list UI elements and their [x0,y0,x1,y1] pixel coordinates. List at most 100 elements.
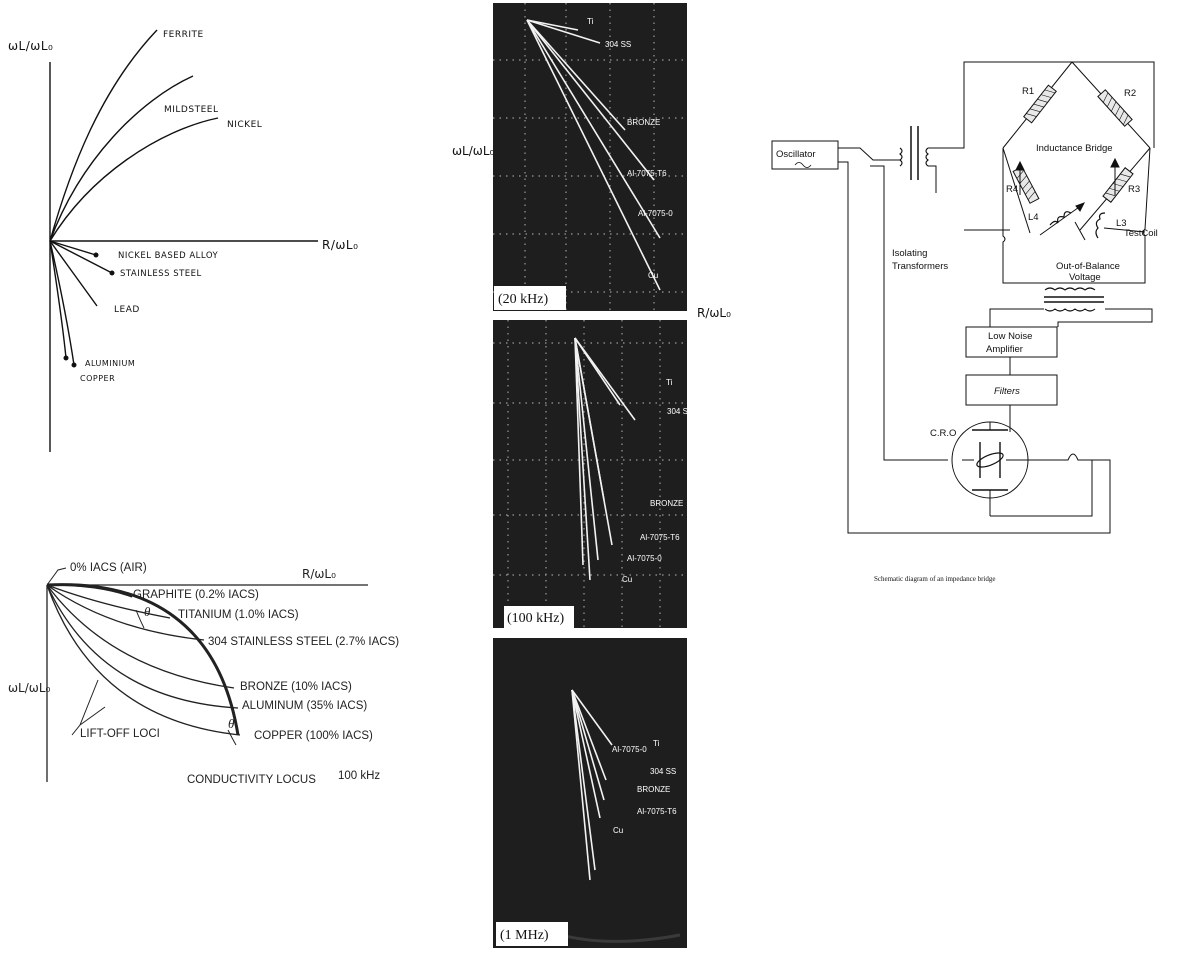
transformers-label-line2: Transformers [892,261,948,272]
liftoff-pointer [71,679,99,736]
curve-stainless [49,240,113,274]
scope-y-axis-label: ωL/ωL₀ [452,144,495,158]
endpoint-dot [71,362,77,368]
trace-label: 304 SS [650,767,676,776]
air-label: 0% IACS (AIR) [70,562,147,574]
endpoint-dot [109,270,115,276]
sketch2-x-axis-label: R/ωL₀ [302,567,336,581]
r4-label: R4 [1006,184,1018,195]
label-copper: COPPER [80,374,115,383]
label-304-stainless: 304 STAINLESS STEEL (2.7% IACS) [208,636,399,648]
r1-label: R1 [1022,86,1034,97]
amplifier-label-line2: Amplifier [986,344,1023,355]
scope-panel-20khz: Ti 304 SS BRONZE Al-7075-T6 Al-7075-0 Cu… [493,3,687,311]
trace-label: 304 SS [605,40,631,49]
filters-box [965,374,1058,406]
endpoint-dot [93,252,99,258]
label-lead: LEAD [114,305,140,315]
theta-arc [135,609,145,629]
oob-label-line1: Out-of-Balance [1056,261,1120,272]
r3-label: R3 [1128,184,1140,195]
cro-label: C.R.O [930,428,956,439]
trace-label: BRONZE [637,785,670,794]
bridge-title: Inductance Bridge [1036,143,1113,154]
label-titanium: TITANIUM (1.0% IACS) [178,609,299,621]
trace-label: Al-7075-0 [638,209,673,218]
label-nickel: NICKEL [227,120,262,130]
curve-mildsteel [49,75,194,242]
endpoint-dot [63,355,69,361]
oscillator-label: Oscillator [776,149,816,160]
trace-label: Al-7075-T6 [640,533,680,542]
locus-stainless [46,584,205,641]
trace-label: BRONZE [627,118,660,127]
schematic-caption: Schematic diagram of an impedance bridge [874,575,995,583]
filters-label: Filters [994,386,1020,397]
resistor-r3 [1102,167,1134,203]
frequency-badge: (100 kHz) [507,611,564,626]
sketch-impedance-plane [49,29,318,452]
low-noise-amplifier-box [965,326,1058,358]
test-coil-l3 [1095,212,1106,239]
oscillator-box [771,140,839,170]
frequency-badge: (1 MHz) [500,928,549,943]
label-aluminium: ALUMINIUM [85,359,135,368]
sketch-conductivity-locus [46,567,368,782]
liftoff-label: LIFT-OFF LOCI [80,728,160,740]
theta-label: θ [228,716,235,731]
sketch2-y-axis-label: ωL/ωL₀ [8,681,51,695]
curve-ferrite [49,29,158,242]
label-ferrite: FERRITE [163,30,204,40]
label-mildsteel: MILDSTEEL [164,105,218,115]
curve-nickel-alloy [49,240,97,256]
trace-label: Ti [666,378,673,387]
label-stainless: STAINLESS STEEL [120,269,202,279]
locus-bronze [46,584,235,689]
trace-label: Cu [648,271,658,280]
air-pointer [46,567,67,586]
trace-label: 304 S [667,407,688,416]
frequency-badge: (20 kHz) [498,292,548,307]
scope-x-axis-label: R/ωL₀ [697,306,731,320]
scope-panel-100khz: Ti 304 S BRONZE Al-7075-T6 Al-7075-0 Cu … [493,320,688,628]
locus-copper [46,584,241,736]
trace-label: Cu [622,575,632,584]
resistor-r1 [1023,84,1057,124]
l3-label: L3 [1116,218,1127,229]
resistor-r2 [1097,89,1133,127]
amplifier-label-line1: Low Noise [988,331,1032,342]
curve-aluminium [49,240,67,359]
liftoff-pointer [79,706,106,726]
label-bronze: BRONZE (10% IACS) [240,681,352,693]
trace-label: Al-7075-0 [627,554,662,563]
trace-label: Al-7075-T6 [637,807,677,816]
trace-label: Ti [587,17,594,26]
trace-label: Al-7075-T6 [627,169,667,178]
conductivity-locus-label: CONDUCTIVITY LOCUS [187,774,316,786]
theta-arc [227,729,237,746]
locus-titanium [46,584,171,619]
label-nickel-alloy: NICKEL BASED ALLOY [118,251,219,261]
trace-label: BRONZE [650,499,683,508]
curve-lead [49,240,98,307]
trace-label: Al-7075-0 [612,745,647,754]
trace-label: Cu [613,826,623,835]
curve-nickel [49,117,219,242]
label-copper-iacs: COPPER (100% IACS) [254,730,373,742]
schematic-impedance-bridge [771,61,1155,534]
sketch1-y-axis-label: ωL/ωL₀ [8,39,53,53]
sketch1-x-axis-label: R/ωL₀ [322,238,358,252]
label-aluminum: ALUMINUM (35% IACS) [242,700,367,712]
trace-label: Ti [653,739,660,748]
r2-label: R2 [1124,88,1136,99]
curve-copper [49,240,75,366]
inductor-l4 [1049,211,1072,226]
l4-label: L4 [1028,212,1039,223]
scope-panel-1mhz: Al-7075-0 Ti 304 SS BRONZE Al-7075-T6 Cu… [493,638,687,948]
conductivity-locus [46,583,240,736]
transformers-label-line1: Isolating [892,248,927,259]
oob-label-line2: Voltage [1069,272,1101,283]
locus-graphite [46,584,133,598]
frequency-label: 100 kHz [338,770,380,782]
